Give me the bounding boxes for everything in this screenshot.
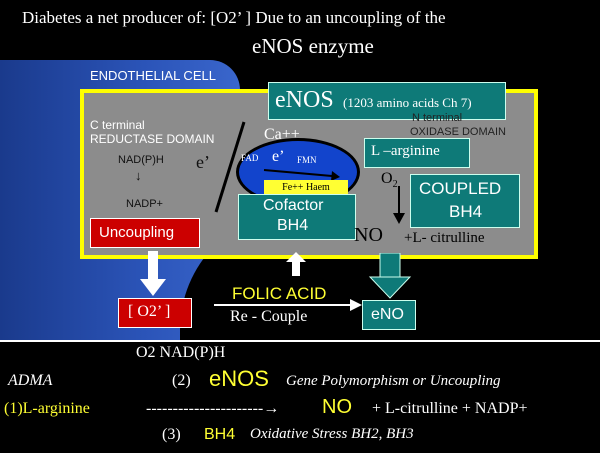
enos-output-arrow [368, 253, 412, 299]
calcium-label: Ca++ [264, 126, 300, 143]
fmn-label: FMN [297, 155, 317, 165]
eno-label: eNO [371, 306, 404, 323]
reaction-arrow: ----------------------→ [146, 400, 280, 417]
gene-polymorphism-label: Gene Polymorphism or Uncoupling [286, 373, 501, 389]
citrulline-nadp-label: + L-citrulline + NADP+ [372, 400, 528, 417]
coupled-bh4-box: COUPLED BH4 [410, 174, 520, 228]
coupled-label: COUPLED [419, 179, 502, 198]
citrulline-label: +L- citrulline [404, 230, 485, 246]
fad-label: FAD [241, 153, 259, 163]
enos-label: eNOS [275, 87, 334, 113]
uncoupling-label: Uncoupling [99, 224, 175, 241]
uncoupling-down-arrow [140, 251, 166, 296]
n-terminal-label: N terminal [412, 112, 463, 124]
bottom-divider [0, 340, 600, 342]
cofactor-label: Cofactor [263, 197, 324, 214]
oxygen-to-no-arrow [393, 186, 405, 224]
l-arginine-label: L –arginine [371, 143, 440, 159]
recouple-arrow [214, 299, 362, 311]
oxidase-domain-label: OXIDASE DOMAIN [410, 126, 506, 138]
cofactor-bh4-box: Cofactor BH4 [238, 194, 356, 240]
membrane-divider-line [214, 121, 246, 213]
bottom-row-1: O2 NAD(P)H [136, 344, 226, 361]
nadp-label: NADP+ [126, 198, 163, 210]
bh4-bottom-label: BH4 [204, 426, 236, 443]
oxidative-stress-label: Oxidative Stress BH2, BH3 [250, 426, 414, 442]
oxygen-o: O [381, 170, 393, 187]
cofactor-bh4-label: BH4 [277, 217, 309, 234]
folic-acid-up-arrow [286, 252, 306, 276]
superoxide-label: [ O2’ ] [128, 303, 171, 320]
fe-haem-label: Fe++ Haem [264, 180, 348, 195]
title-line-1: Diabetes a net producer of: [O2’ ] Due t… [22, 8, 446, 27]
coupled-bh4-label: BH4 [449, 202, 483, 221]
title-line-2: eNOS enzyme [252, 34, 374, 58]
oxygen-label: O2 [381, 170, 398, 190]
enos-bottom-label: eNOS [209, 366, 269, 391]
electron-left-label: e’ [196, 152, 210, 172]
electron-mid-label: e’ [272, 148, 285, 165]
c-terminal-label: C terminal [90, 118, 145, 132]
reductase-domain-label: REDUCTASE DOMAIN [90, 132, 215, 146]
folic-acid-label: FOLIC ACID [232, 284, 327, 303]
electron-transfer-arrow [263, 169, 340, 181]
superoxide-box: [ O2’ ] [118, 298, 192, 328]
l-arginine-bottom-label: (1)L-arginine [4, 400, 90, 417]
no-bottom-label: NO [322, 396, 352, 418]
nadph-label: NAD(P)H [118, 154, 164, 166]
recouple-label: Re - Couple [230, 308, 308, 325]
step-2-number: (2) [172, 372, 191, 389]
endothelial-cell-label: ENDOTHELIAL CELL [90, 68, 216, 83]
no-label: NO [354, 224, 383, 246]
adma-label: ADMA [8, 372, 53, 389]
l-arginine-box: L –arginine [364, 138, 470, 168]
step-3-number: (3) [162, 426, 181, 443]
uncoupling-box: Uncoupling [90, 218, 200, 248]
nadph-arrow: ↓ [135, 168, 142, 183]
enos-sub-label: (1203 amino acids Ch 7) [343, 95, 472, 110]
eno-box: eNO [362, 300, 416, 330]
oxygen-subscript: 2 [392, 179, 398, 191]
enos-box: eNOS (1203 amino acids Ch 7) [268, 82, 506, 120]
